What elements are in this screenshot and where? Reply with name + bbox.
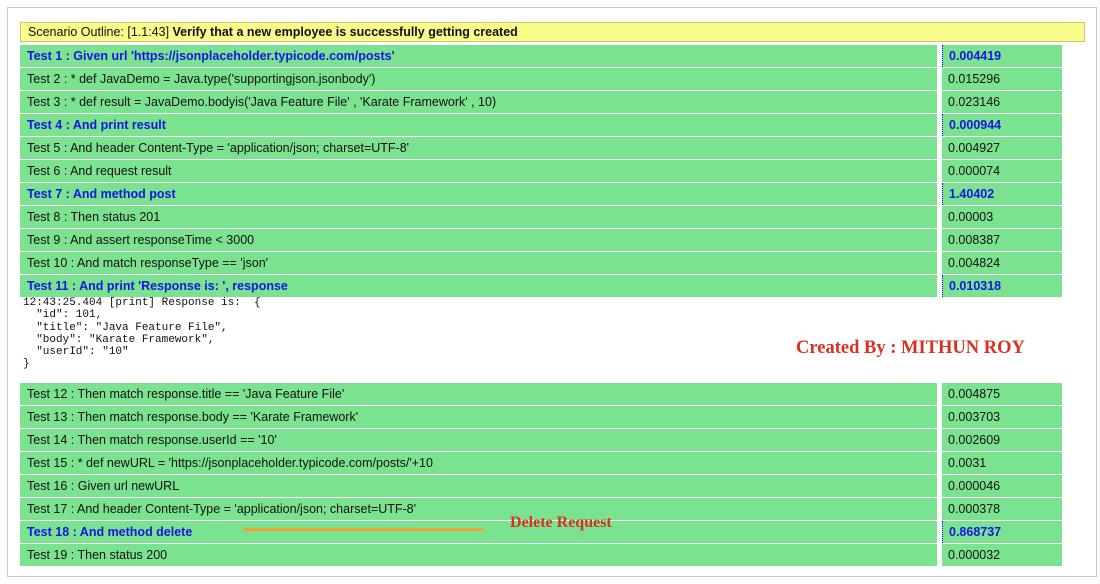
scenario-prefix: Scenario Outline: [1.1:43]	[28, 25, 173, 39]
step-duration: 0.003703	[942, 406, 1062, 428]
credit-annotation: Created By : MITHUN ROY	[796, 338, 1025, 358]
step-label: Test 19 : Then status 200	[20, 544, 937, 566]
step-duration: 0.004824	[942, 252, 1062, 274]
step-row: Test 15 : * def newURL = 'https://jsonpl…	[20, 452, 1062, 474]
step-label: Test 16 : Given url newURL	[20, 475, 937, 497]
step-label: Test 18 : And method delete	[20, 521, 937, 543]
step-duration: 0.008387	[942, 229, 1062, 251]
step-duration: 0.000032	[942, 544, 1062, 566]
step-row: Test 13 : Then match response.body == 'K…	[20, 406, 1062, 428]
step-duration: 0.0031	[942, 452, 1062, 474]
step-label: Test 2 : * def JavaDemo = Java.type('sup…	[20, 68, 937, 90]
step-row: Test 3 : * def result = JavaDemo.bodyis(…	[20, 91, 1062, 113]
step-label: Test 5 : And header Content-Type = 'appl…	[20, 137, 937, 159]
step-duration: 1.40402	[942, 183, 1062, 205]
step-row: Test 5 : And header Content-Type = 'appl…	[20, 137, 1062, 159]
step-label: Test 12 : Then match response.title == '…	[20, 383, 937, 405]
step-row: Test 12 : Then match response.title == '…	[20, 383, 1062, 405]
step-duration: 0.023146	[942, 91, 1062, 113]
step-label: Test 10 : And match responseType == 'jso…	[20, 252, 937, 274]
step-duration: 0.000944	[942, 114, 1062, 136]
step-label: Test 3 : * def result = JavaDemo.bodyis(…	[20, 91, 937, 113]
delete-underline-annotation	[243, 528, 483, 531]
step-duration: 0.004875	[942, 383, 1062, 405]
step-duration: 0.000046	[942, 475, 1062, 497]
step-duration: 0.000074	[942, 160, 1062, 182]
step-label: Test 17 : And header Content-Type = 'app…	[20, 498, 937, 520]
step-label: Test 1 : Given url 'https://jsonplacehol…	[20, 45, 937, 67]
scenario-title: Verify that a new employee is successful…	[172, 25, 518, 39]
step-label: Test 4 : And print result	[20, 114, 937, 136]
step-row: Test 1 : Given url 'https://jsonplacehol…	[20, 45, 1062, 67]
step-label: Test 6 : And request result	[20, 160, 937, 182]
step-row: Test 11 : And print 'Response is: ', res…	[20, 275, 1062, 297]
step-label: Test 9 : And assert responseTime < 3000	[20, 229, 937, 251]
scenario-outline-header: Scenario Outline: [1.1:43] Verify that a…	[20, 22, 1085, 42]
delete-request-annotation: Delete Request	[510, 514, 612, 531]
step-duration: 0.015296	[942, 68, 1062, 90]
step-label: Test 7 : And method post	[20, 183, 937, 205]
step-row: Test 14 : Then match response.userId == …	[20, 429, 1062, 451]
step-label: Test 8 : Then status 201	[20, 206, 937, 228]
step-label: Test 11 : And print 'Response is: ', res…	[20, 275, 937, 297]
step-duration: 0.002609	[942, 429, 1062, 451]
step-duration: 0.004927	[942, 137, 1062, 159]
step-row: Test 17 : And header Content-Type = 'app…	[20, 498, 1062, 520]
step-duration: 0.010318	[942, 275, 1062, 297]
step-duration: 0.000378	[942, 498, 1062, 520]
step-row: Test 10 : And match responseType == 'jso…	[20, 252, 1062, 274]
step-row: Test 2 : * def JavaDemo = Java.type('sup…	[20, 68, 1062, 90]
print-log-output: 12:43:25.404 [print] Response is: { "id"…	[23, 297, 261, 371]
step-duration: 0.868737	[942, 521, 1062, 543]
step-label: Test 13 : Then match response.body == 'K…	[20, 406, 937, 428]
step-label: Test 15 : * def newURL = 'https://jsonpl…	[20, 452, 937, 474]
step-duration: 0.004419	[942, 45, 1062, 67]
step-duration: 0.00003	[942, 206, 1062, 228]
step-label: Test 14 : Then match response.userId == …	[20, 429, 937, 451]
